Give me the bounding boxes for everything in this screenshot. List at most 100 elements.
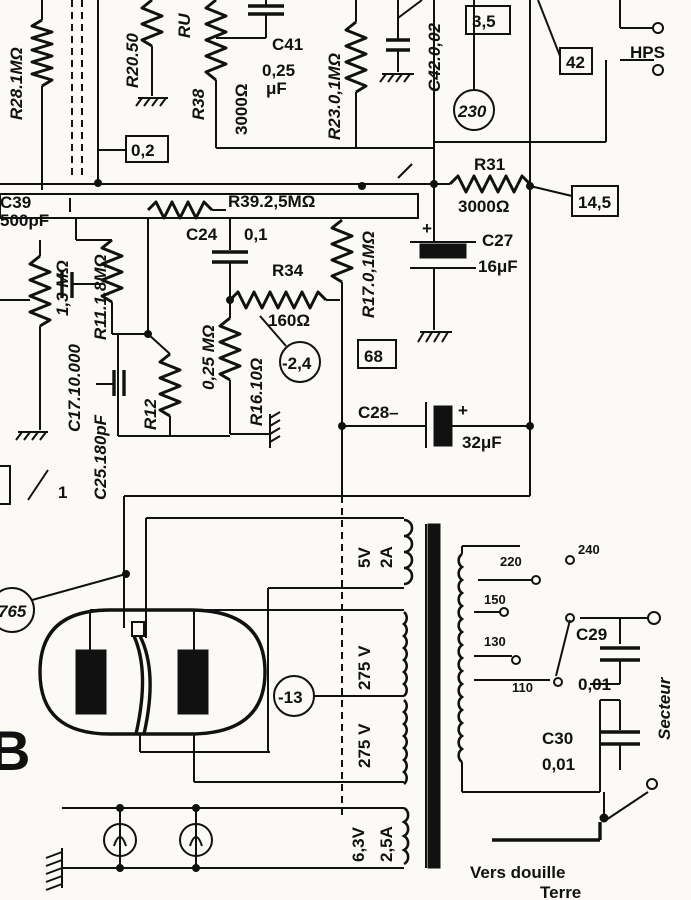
resistor-r13 [28, 254, 52, 328]
ground-symbol [135, 97, 168, 107]
terminal-hps-2 [652, 64, 664, 76]
label-r28: R28.1MΩ [7, 47, 26, 120]
capacitor-c28 [433, 405, 453, 447]
label-c25: C25.180pF [91, 414, 110, 500]
svg-text:230: 230 [457, 102, 487, 121]
resistor-r23 [344, 20, 368, 94]
ground-symbol [45, 848, 63, 891]
test-point-68: 68 [357, 339, 397, 369]
label-switch-1: 1 [58, 483, 67, 502]
transformer-core [427, 523, 441, 869]
label-r31: R31 [474, 155, 505, 174]
switch-box [0, 465, 11, 505]
label-tap-110: 110 [512, 680, 533, 695]
label-r38: R38 [189, 88, 208, 120]
svg-text:-13: -13 [278, 688, 303, 707]
label-ru: RU [175, 13, 194, 38]
test-point-minus-13: -13 [273, 675, 315, 717]
mains-switch [605, 791, 649, 821]
label-r20: R20.50 [123, 33, 142, 88]
resistor-r31 [448, 174, 532, 194]
terminal-hps-1 [652, 22, 664, 34]
label-figure-letter: B [0, 719, 30, 782]
svg-text:-2,4: -2,4 [282, 354, 312, 373]
label-vers-douille: Vers douille [470, 863, 565, 882]
label-tap-150: 150 [484, 592, 506, 607]
winding-5v [403, 518, 414, 586]
terminal-secteur-1 [647, 611, 661, 625]
label-c24: C24 [186, 225, 218, 244]
pilot-lamp-2 [179, 823, 213, 857]
capacitor-c39-box [0, 193, 419, 219]
winding-primary [457, 552, 465, 764]
label-r39: R39.2,5MΩ [228, 192, 315, 211]
label-c39: C39 [0, 193, 31, 212]
label-r23: R23.0,1MΩ [325, 53, 344, 140]
label-secteur: Secteur [655, 676, 674, 740]
test-point-0-2: 0,2 [125, 135, 169, 163]
label-tap-130: 130 [484, 634, 506, 649]
resistor-r34 [228, 290, 328, 310]
label-c28-value: 32μF [462, 433, 502, 452]
label-hps: HPS [630, 43, 665, 62]
label-c28: C28– [358, 403, 399, 422]
resistor-r11 [100, 238, 124, 304]
label-275v-a: 275 V [355, 645, 374, 690]
ground-symbol [269, 411, 281, 448]
resistor-r28 [30, 18, 54, 88]
svg-text:14,5: 14,5 [578, 193, 611, 212]
pilot-lamp-1 [103, 823, 137, 857]
winding-275v-a [402, 611, 408, 697]
winding-6-3v [401, 806, 410, 866]
label-r12-value: 0,25 MΩ [199, 325, 218, 390]
label-r34-value: 160Ω [268, 311, 310, 330]
label-r17: R17.0,1MΩ [359, 231, 378, 318]
test-point-765: 765 [0, 587, 35, 633]
label-r12: R12 [141, 398, 160, 430]
label-c41: C41 [272, 35, 303, 54]
svg-text:765: 765 [0, 602, 27, 621]
label-c30-value: 0,01 [542, 755, 575, 774]
resistor-r39 [146, 200, 214, 220]
label-r38-value: 3000Ω [232, 84, 251, 135]
voltage-selector [555, 619, 571, 677]
svg-text:68: 68 [364, 347, 383, 366]
winding-275v-b [402, 699, 408, 785]
label-2-5a: 2,5A [377, 826, 396, 862]
test-point-3-5: 3,5 [465, 5, 511, 35]
label-r11: R11.1,8MΩ [91, 254, 110, 340]
svg-text:42: 42 [566, 53, 585, 72]
label-2a: 2A [377, 546, 396, 568]
label-c28-plus: + [458, 401, 468, 420]
resistor-r20 [140, 0, 164, 48]
label-c27-plus: + [422, 219, 432, 238]
label-terre: Terre [540, 883, 581, 900]
rectifier-tube [38, 608, 267, 736]
label-tap-240: 240 [578, 542, 600, 557]
label-r31-value: 3000Ω [458, 197, 509, 216]
svg-text:0,2: 0,2 [131, 141, 155, 160]
ground-symbol [379, 73, 414, 83]
label-5v: 5V [355, 547, 374, 568]
label-c39-value: 500pF [0, 211, 49, 230]
tube-plate-left [75, 649, 107, 715]
label-c27-value: 16μF [478, 257, 518, 276]
test-point-42: 42 [559, 47, 593, 75]
test-point-230: 230 [453, 89, 495, 131]
capacitor-c27 [419, 243, 467, 259]
label-c27: C27 [482, 231, 513, 250]
resistor-r17 [330, 218, 354, 284]
resistor-r12 [158, 352, 182, 418]
svg-text:3,5: 3,5 [472, 12, 496, 31]
label-c30: C30 [542, 729, 573, 748]
label-c41-unit: μF [266, 79, 287, 98]
label-275v-b: 275 V [355, 723, 374, 768]
label-tap-220: 220 [500, 554, 522, 569]
test-point-minus-2-4: -2,4 [279, 341, 321, 383]
label-r34: R34 [272, 261, 304, 280]
ground-symbol [417, 331, 452, 343]
test-point-14-5: 14,5 [571, 185, 619, 217]
ground-symbol [15, 431, 48, 441]
label-c29: C29 [576, 625, 607, 644]
